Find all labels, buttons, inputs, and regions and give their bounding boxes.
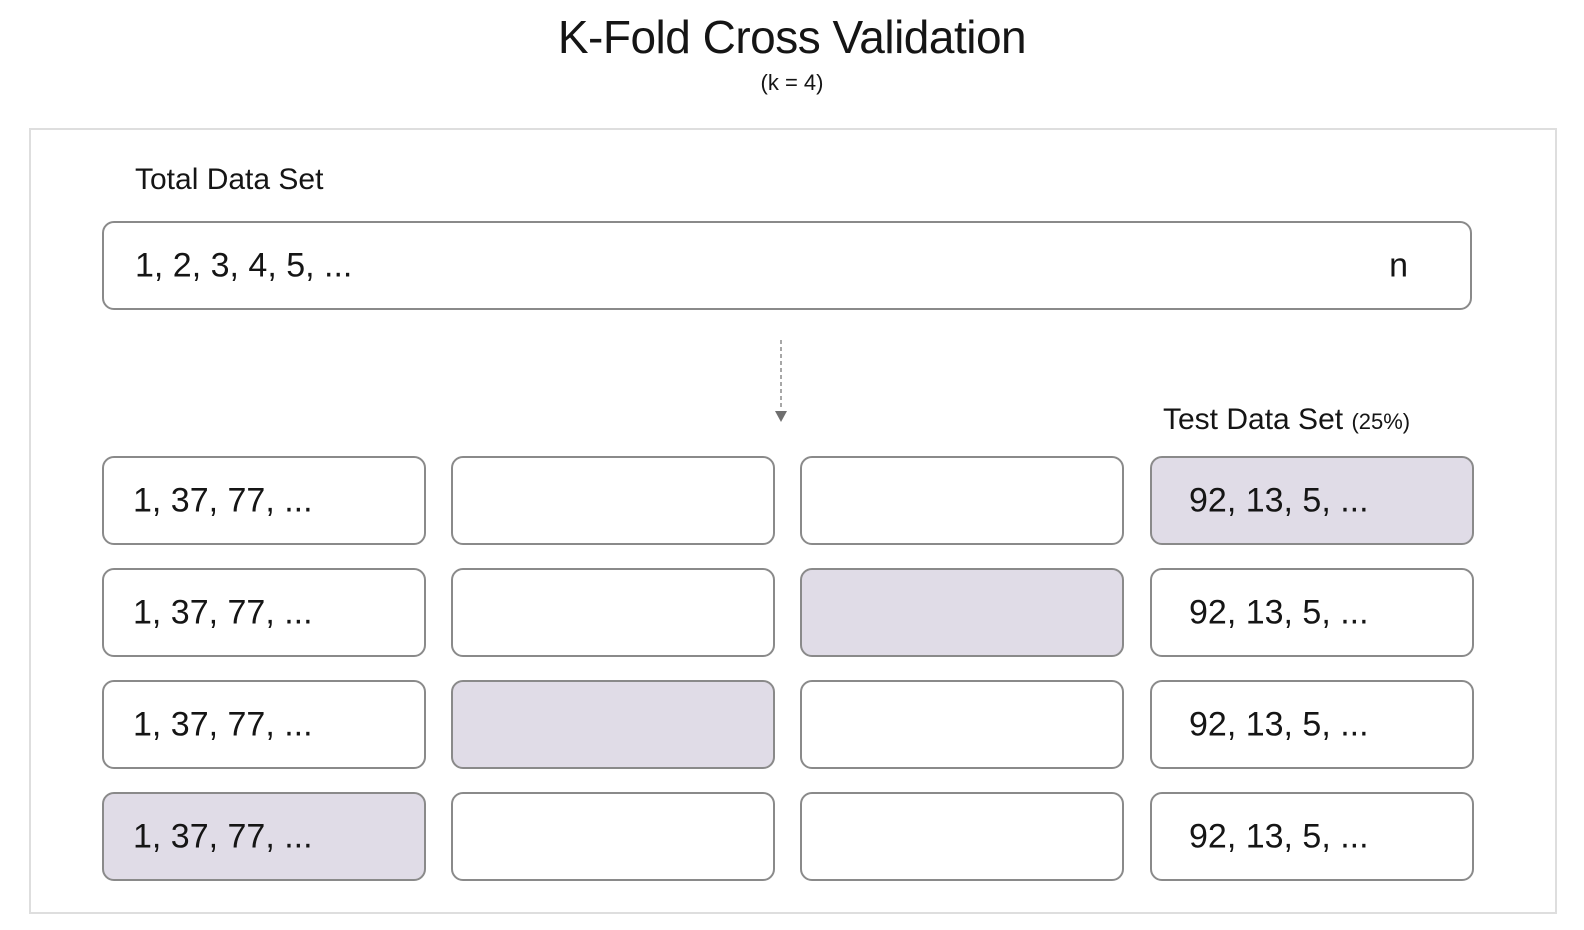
test-data-set-percent: (25%) [1351, 409, 1411, 434]
fold-1-part-4: 92, 13, 5, ... [1150, 456, 1474, 545]
total-data-set-values: 1, 2, 3, 4, 5, ... [135, 246, 353, 284]
fold-part-values: 92, 13, 5, ... [1189, 705, 1369, 743]
total-data-set-label: Total Data Set [135, 163, 324, 196]
fold-part-values: 1, 37, 77, ... [133, 705, 313, 743]
fold-2-part-3 [800, 568, 1124, 657]
fold-part-values: 1, 37, 77, ... [133, 593, 313, 631]
fold-4-part-1: 1, 37, 77, ... [102, 792, 426, 881]
test-data-set-text: Test Data Set [1163, 403, 1344, 436]
fold-4-part-4: 92, 13, 5, ... [1150, 792, 1474, 881]
fold-2-part-4: 92, 13, 5, ... [1150, 568, 1474, 657]
page-title: K-Fold Cross Validation [557, 11, 1027, 63]
fold-2-part-1: 1, 37, 77, ... [102, 568, 426, 657]
fold-2-part-2 [451, 568, 775, 657]
fold-part-values: 92, 13, 5, ... [1189, 593, 1369, 631]
test-data-set-label: Test Data Set (25%) [1163, 403, 1410, 437]
total-data-set-box: 1, 2, 3, 4, 5, ... n [102, 221, 1472, 310]
page-subtitle: (k = 4) [760, 70, 824, 95]
fold-1-part-2 [451, 456, 775, 545]
down-arrow-icon [775, 340, 787, 422]
total-data-set-end: n [1389, 246, 1408, 284]
fold-3-part-3 [800, 680, 1124, 769]
fold-part-values: 92, 13, 5, ... [1189, 817, 1369, 855]
fold-part-values: 1, 37, 77, ... [133, 481, 313, 519]
fold-part-values: 92, 13, 5, ... [1189, 481, 1369, 519]
fold-4-part-3 [800, 792, 1124, 881]
fold-3-part-1: 1, 37, 77, ... [102, 680, 426, 769]
fold-4-part-2 [451, 792, 775, 881]
fold-1-part-1: 1, 37, 77, ... [102, 456, 426, 545]
fold-part-values: 1, 37, 77, ... [133, 817, 313, 855]
diagram-frame [29, 128, 1557, 914]
fold-3-part-4: 92, 13, 5, ... [1150, 680, 1474, 769]
fold-3-part-2 [451, 680, 775, 769]
fold-1-part-3 [800, 456, 1124, 545]
